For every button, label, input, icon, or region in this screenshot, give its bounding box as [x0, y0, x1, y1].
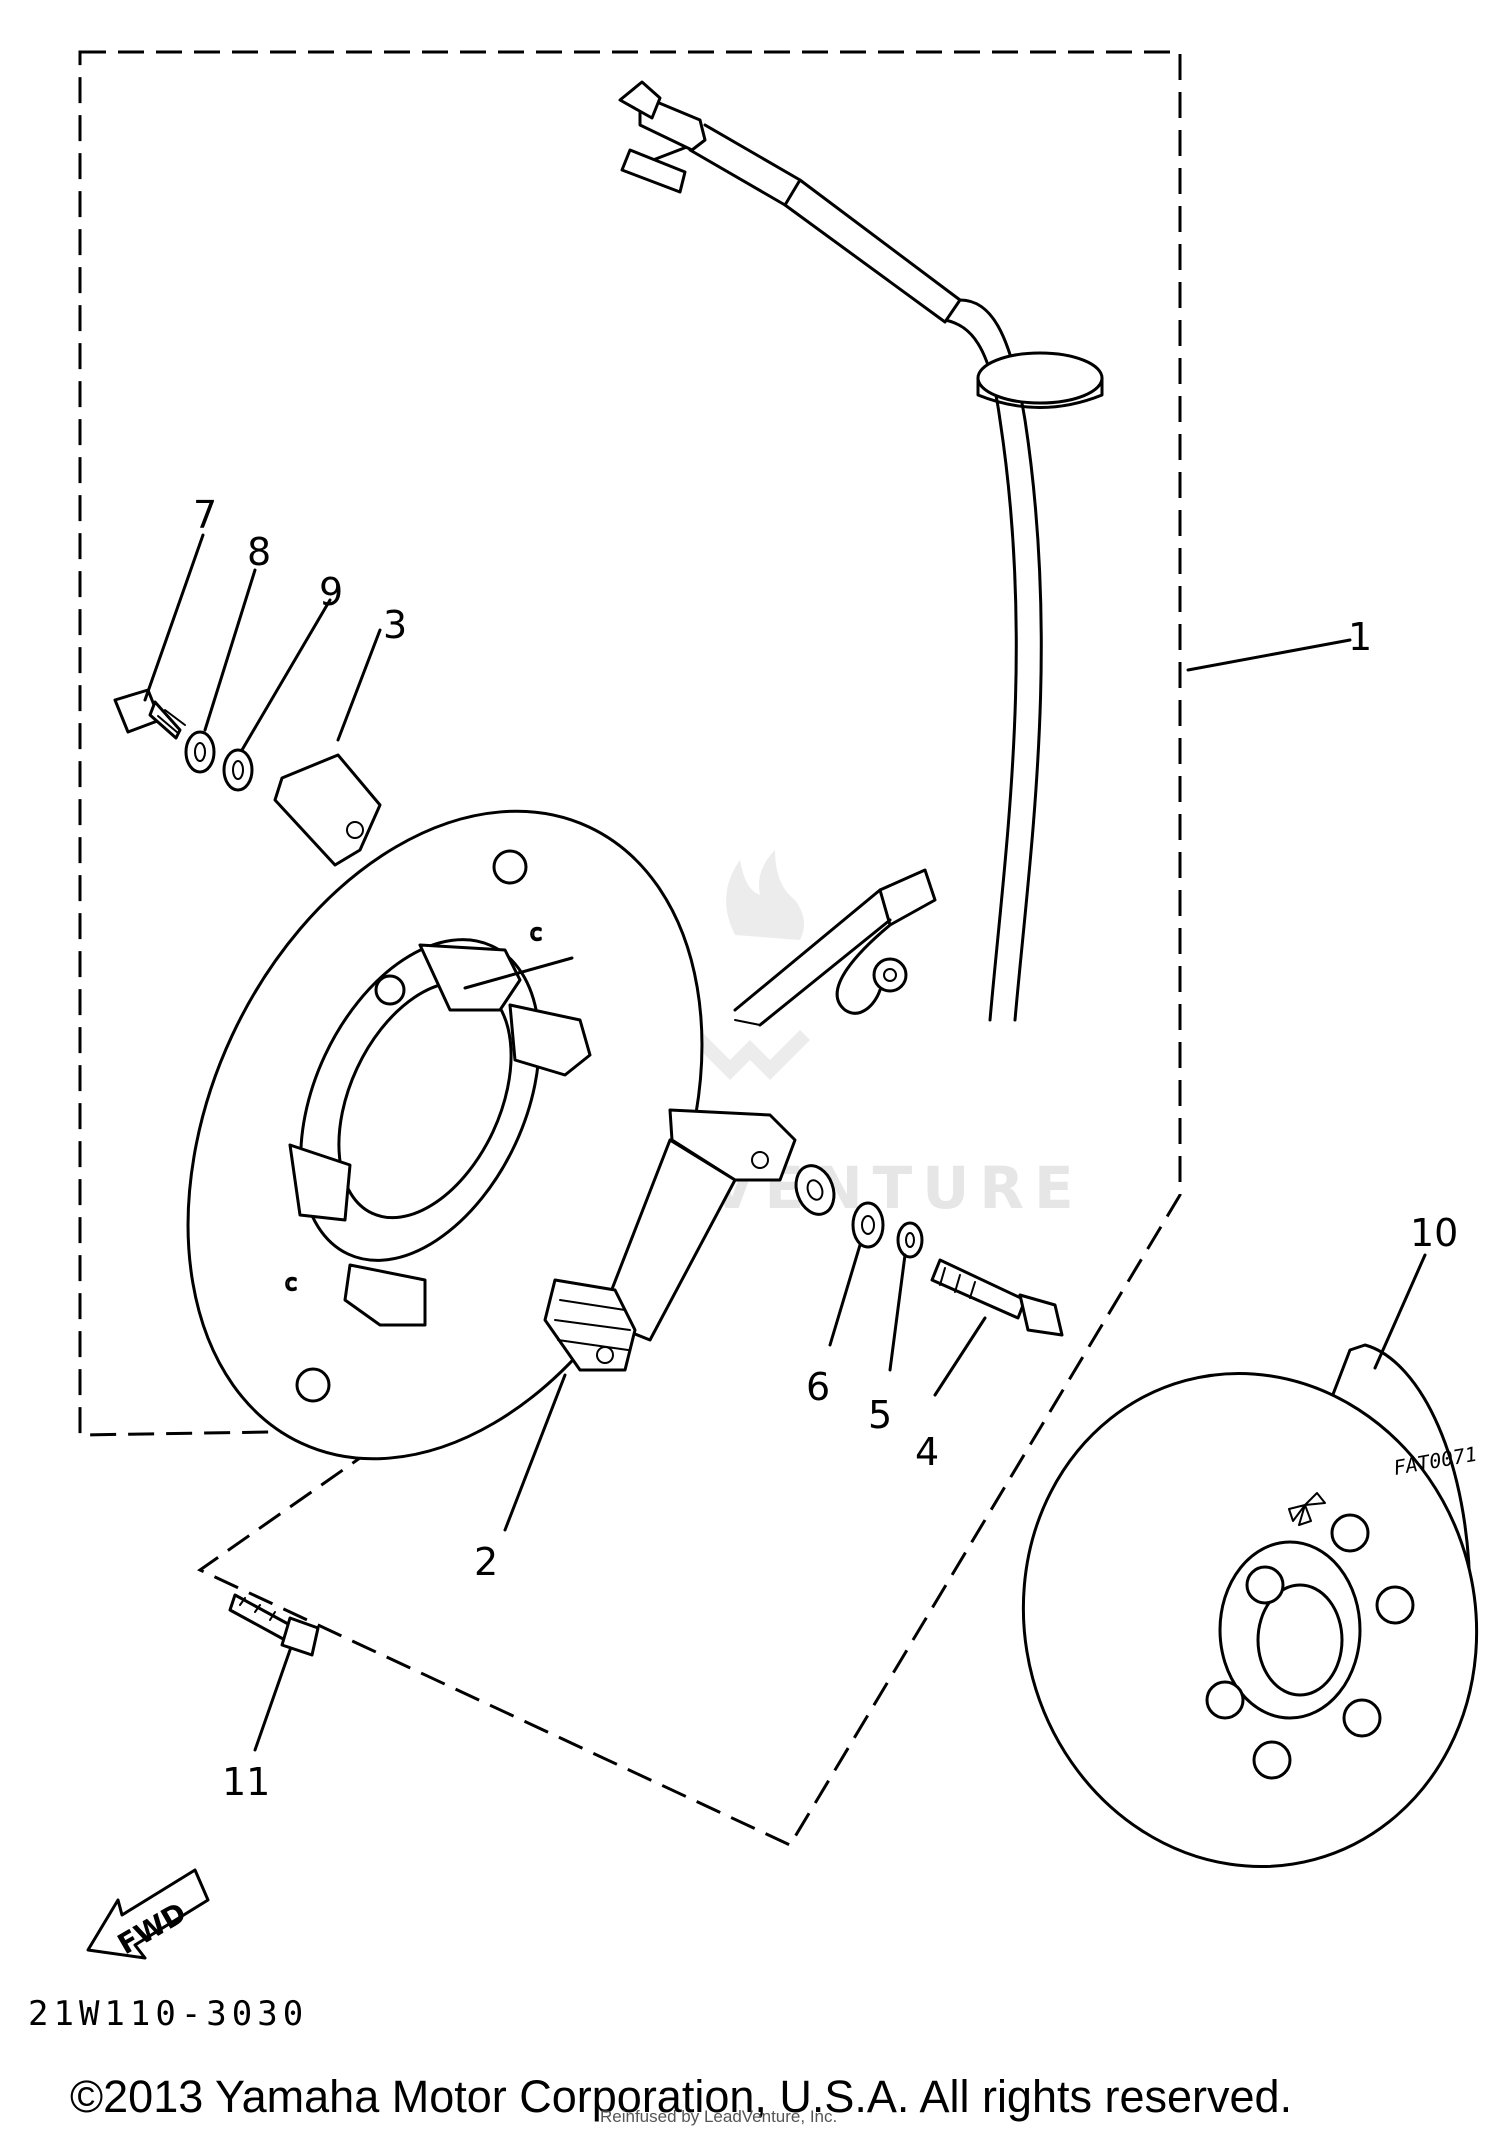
part-code: 21W110-3030 — [28, 1994, 308, 2034]
callout-4: 4 — [915, 1430, 939, 1474]
part-3-clamp — [273, 753, 382, 867]
part-6-washer — [794, 1164, 836, 1216]
part-5-lockwasher — [851, 1201, 885, 1249]
callout-labels: 1 2 3 4 5 6 7 8 9 10 11 — [193, 493, 1458, 1804]
svg-text:c: c — [285, 1271, 297, 1296]
part-7-screw — [113, 688, 186, 740]
part-9-washer — [222, 748, 254, 792]
part-8-lockwasher — [184, 730, 216, 774]
callout-9: 9 — [319, 570, 343, 614]
copyright-notice: ©2013 Yamaha Motor Corporation, U.S.A. A… — [70, 2071, 1292, 2122]
callout-11: 11 — [222, 1760, 270, 1804]
callout-5: 5 — [868, 1393, 892, 1437]
callout-3: 3 — [383, 603, 407, 647]
callout-7: 7 — [193, 493, 217, 537]
callout-10: 10 — [1410, 1211, 1458, 1255]
forward-direction-arrow: FWD — [86, 1868, 210, 1961]
wire-harness — [618, 80, 1104, 1027]
leader-lines — [143, 533, 1427, 1752]
part-2-coil — [543, 1108, 797, 1372]
callout-2: 2 — [474, 1540, 498, 1584]
callout-6: 6 — [806, 1365, 830, 1409]
svg-text:c: c — [530, 921, 542, 946]
credit-line: Reinfused by LeadVenture, Inc. — [600, 2107, 837, 2126]
assembly-boundary — [78, 50, 1182, 1847]
callout-1: 1 — [1348, 615, 1372, 659]
part-10-rotor: FAT0071 — [1021, 1343, 1479, 1869]
part-4-screw — [930, 1258, 1064, 1337]
part-11-screw — [228, 1593, 320, 1657]
callout-8: 8 — [247, 530, 271, 574]
part-5b-lockwasher — [896, 1221, 924, 1259]
